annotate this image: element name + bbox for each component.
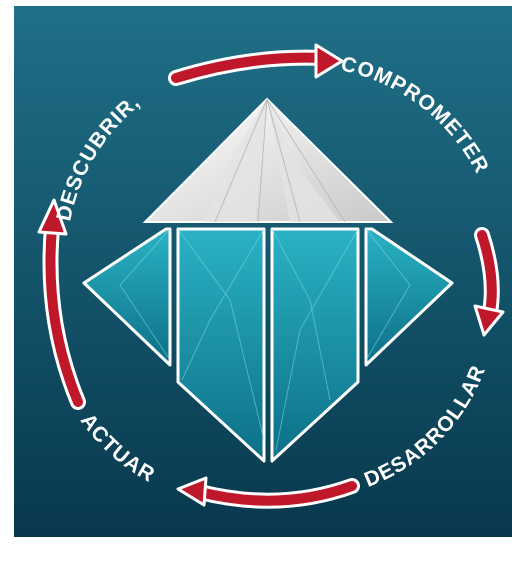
- crystal-top-facets: [205, 99, 340, 222]
- crystal-facet-3: [270, 227, 360, 463]
- arrow-bottom: [176, 476, 360, 509]
- crystal-facet-2: [176, 227, 266, 463]
- arrow-right: [473, 227, 505, 337]
- crystal-facet-4: [364, 227, 454, 367]
- crystal-top: [142, 97, 394, 223]
- crystal-facet-1: [82, 227, 172, 367]
- arrow-top: [168, 43, 344, 86]
- arrow-left: [37, 198, 86, 410]
- diamond-iceberg-icon: [82, 97, 454, 463]
